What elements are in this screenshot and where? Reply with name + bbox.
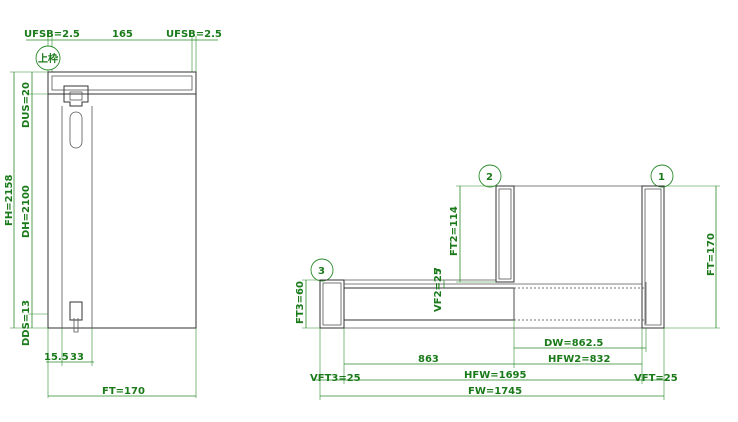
ft2-label: FT2=114 xyxy=(449,206,460,256)
bubble-3-label: 3 xyxy=(318,266,325,277)
fh-label: FH=2158 xyxy=(4,175,15,226)
offset-15-5-label: 15.5 xyxy=(44,352,69,363)
door-leaf-solid xyxy=(343,287,515,321)
side-view: UFSB=2.5 165 UFSB=2.5 上枠 DUS=20 FH=2158 … xyxy=(4,29,222,398)
bubble-3 xyxy=(310,258,334,282)
dim-863-label: 863 xyxy=(418,354,439,365)
seven-label: 7 xyxy=(433,267,444,274)
head-frame-bubble xyxy=(35,45,61,71)
jamb-1-inner xyxy=(644,188,662,326)
dus-label: DUS=20 xyxy=(21,82,32,128)
ft-right-label: FT=170 xyxy=(706,233,717,276)
vf2-label: VF2=25 xyxy=(433,268,444,312)
vft-label: VFT=25 xyxy=(634,373,678,384)
width-165-label: 165 xyxy=(112,29,133,40)
bubble-1-label: 1 xyxy=(658,172,665,183)
fw-label: FW=1745 xyxy=(468,386,522,397)
dds-label: DDS=13 xyxy=(21,300,32,346)
jamb-3 xyxy=(319,279,345,329)
vft3-label: VFT3=25 xyxy=(310,373,361,384)
bottom-guide-pin xyxy=(73,318,79,333)
hfw-label: HFW=1695 xyxy=(464,370,526,381)
plan-view: 2 1 3 FT2=114 VF2=25 7 xyxy=(295,164,720,400)
hfw2-label: HFW2=832 xyxy=(548,354,610,365)
ufsb-left-label: UFSB=2.5 xyxy=(24,29,80,40)
offset-33-label: 33 xyxy=(70,352,84,363)
jamb-2 xyxy=(495,185,515,283)
door-body xyxy=(47,93,197,329)
ft3-label: FT3=60 xyxy=(295,281,306,324)
slot xyxy=(69,111,83,149)
bottom-guide xyxy=(69,301,83,321)
roller-inner xyxy=(69,91,83,101)
jamb-2-inner xyxy=(498,188,512,280)
dh-label: DH=2100 xyxy=(21,185,32,238)
bubble-2-label: 2 xyxy=(486,172,493,183)
roller-block xyxy=(63,85,89,107)
ft-label: FT=170 xyxy=(102,386,145,397)
bubble-2 xyxy=(478,164,502,188)
head-frame xyxy=(47,71,197,95)
head-frame-bubble-label: 上枠 xyxy=(38,52,58,65)
bubble-1 xyxy=(650,164,674,188)
jamb-3-inner xyxy=(322,282,342,326)
ufsb-right-label: UFSB=2.5 xyxy=(166,29,222,40)
head-frame-inner xyxy=(51,75,193,91)
dw-label: DW=862.5 xyxy=(544,338,603,349)
